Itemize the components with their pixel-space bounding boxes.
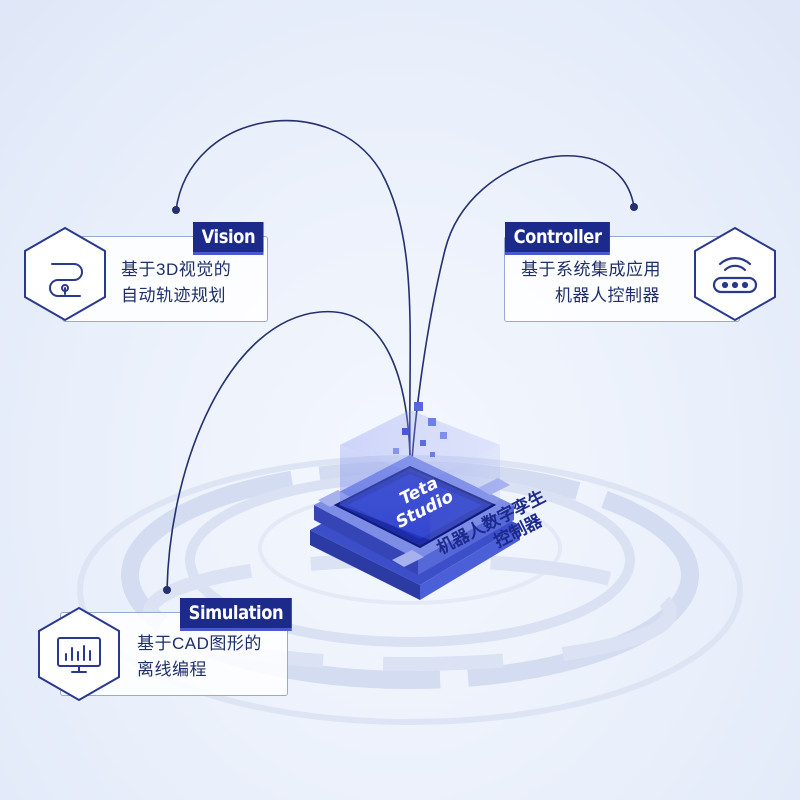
monitor-chart-icon xyxy=(57,637,101,673)
controller-tag: Controller xyxy=(505,222,611,255)
arc-simulation xyxy=(166,311,411,591)
arc-controller xyxy=(411,155,635,461)
arc-dot-simulation xyxy=(163,586,171,594)
simulation-line2: 离线编程 xyxy=(137,660,207,679)
simulation-tag: Simulation xyxy=(180,598,292,631)
controller-hex xyxy=(694,226,776,322)
chip-3d xyxy=(310,402,520,600)
arc-dot-vision xyxy=(172,206,180,214)
controller-line1: 基于系统集成应用 xyxy=(521,260,661,279)
arc-vision xyxy=(175,119,412,461)
connection-arcs xyxy=(163,119,638,594)
simulation-line1: 基于CAD图形的 xyxy=(137,634,262,653)
simulation-hex xyxy=(38,606,120,702)
vision-line1: 基于3D视觉的 xyxy=(121,260,232,279)
vision-hex xyxy=(24,226,106,322)
vision-line2: 自动轨迹规划 xyxy=(121,286,226,305)
wifi-router-icon xyxy=(712,257,758,294)
vision-tag: Vision xyxy=(193,222,265,255)
arc-dot-controller xyxy=(630,203,638,211)
controller-line2: 机器人控制器 xyxy=(555,286,660,305)
path-pin-icon xyxy=(49,263,83,297)
